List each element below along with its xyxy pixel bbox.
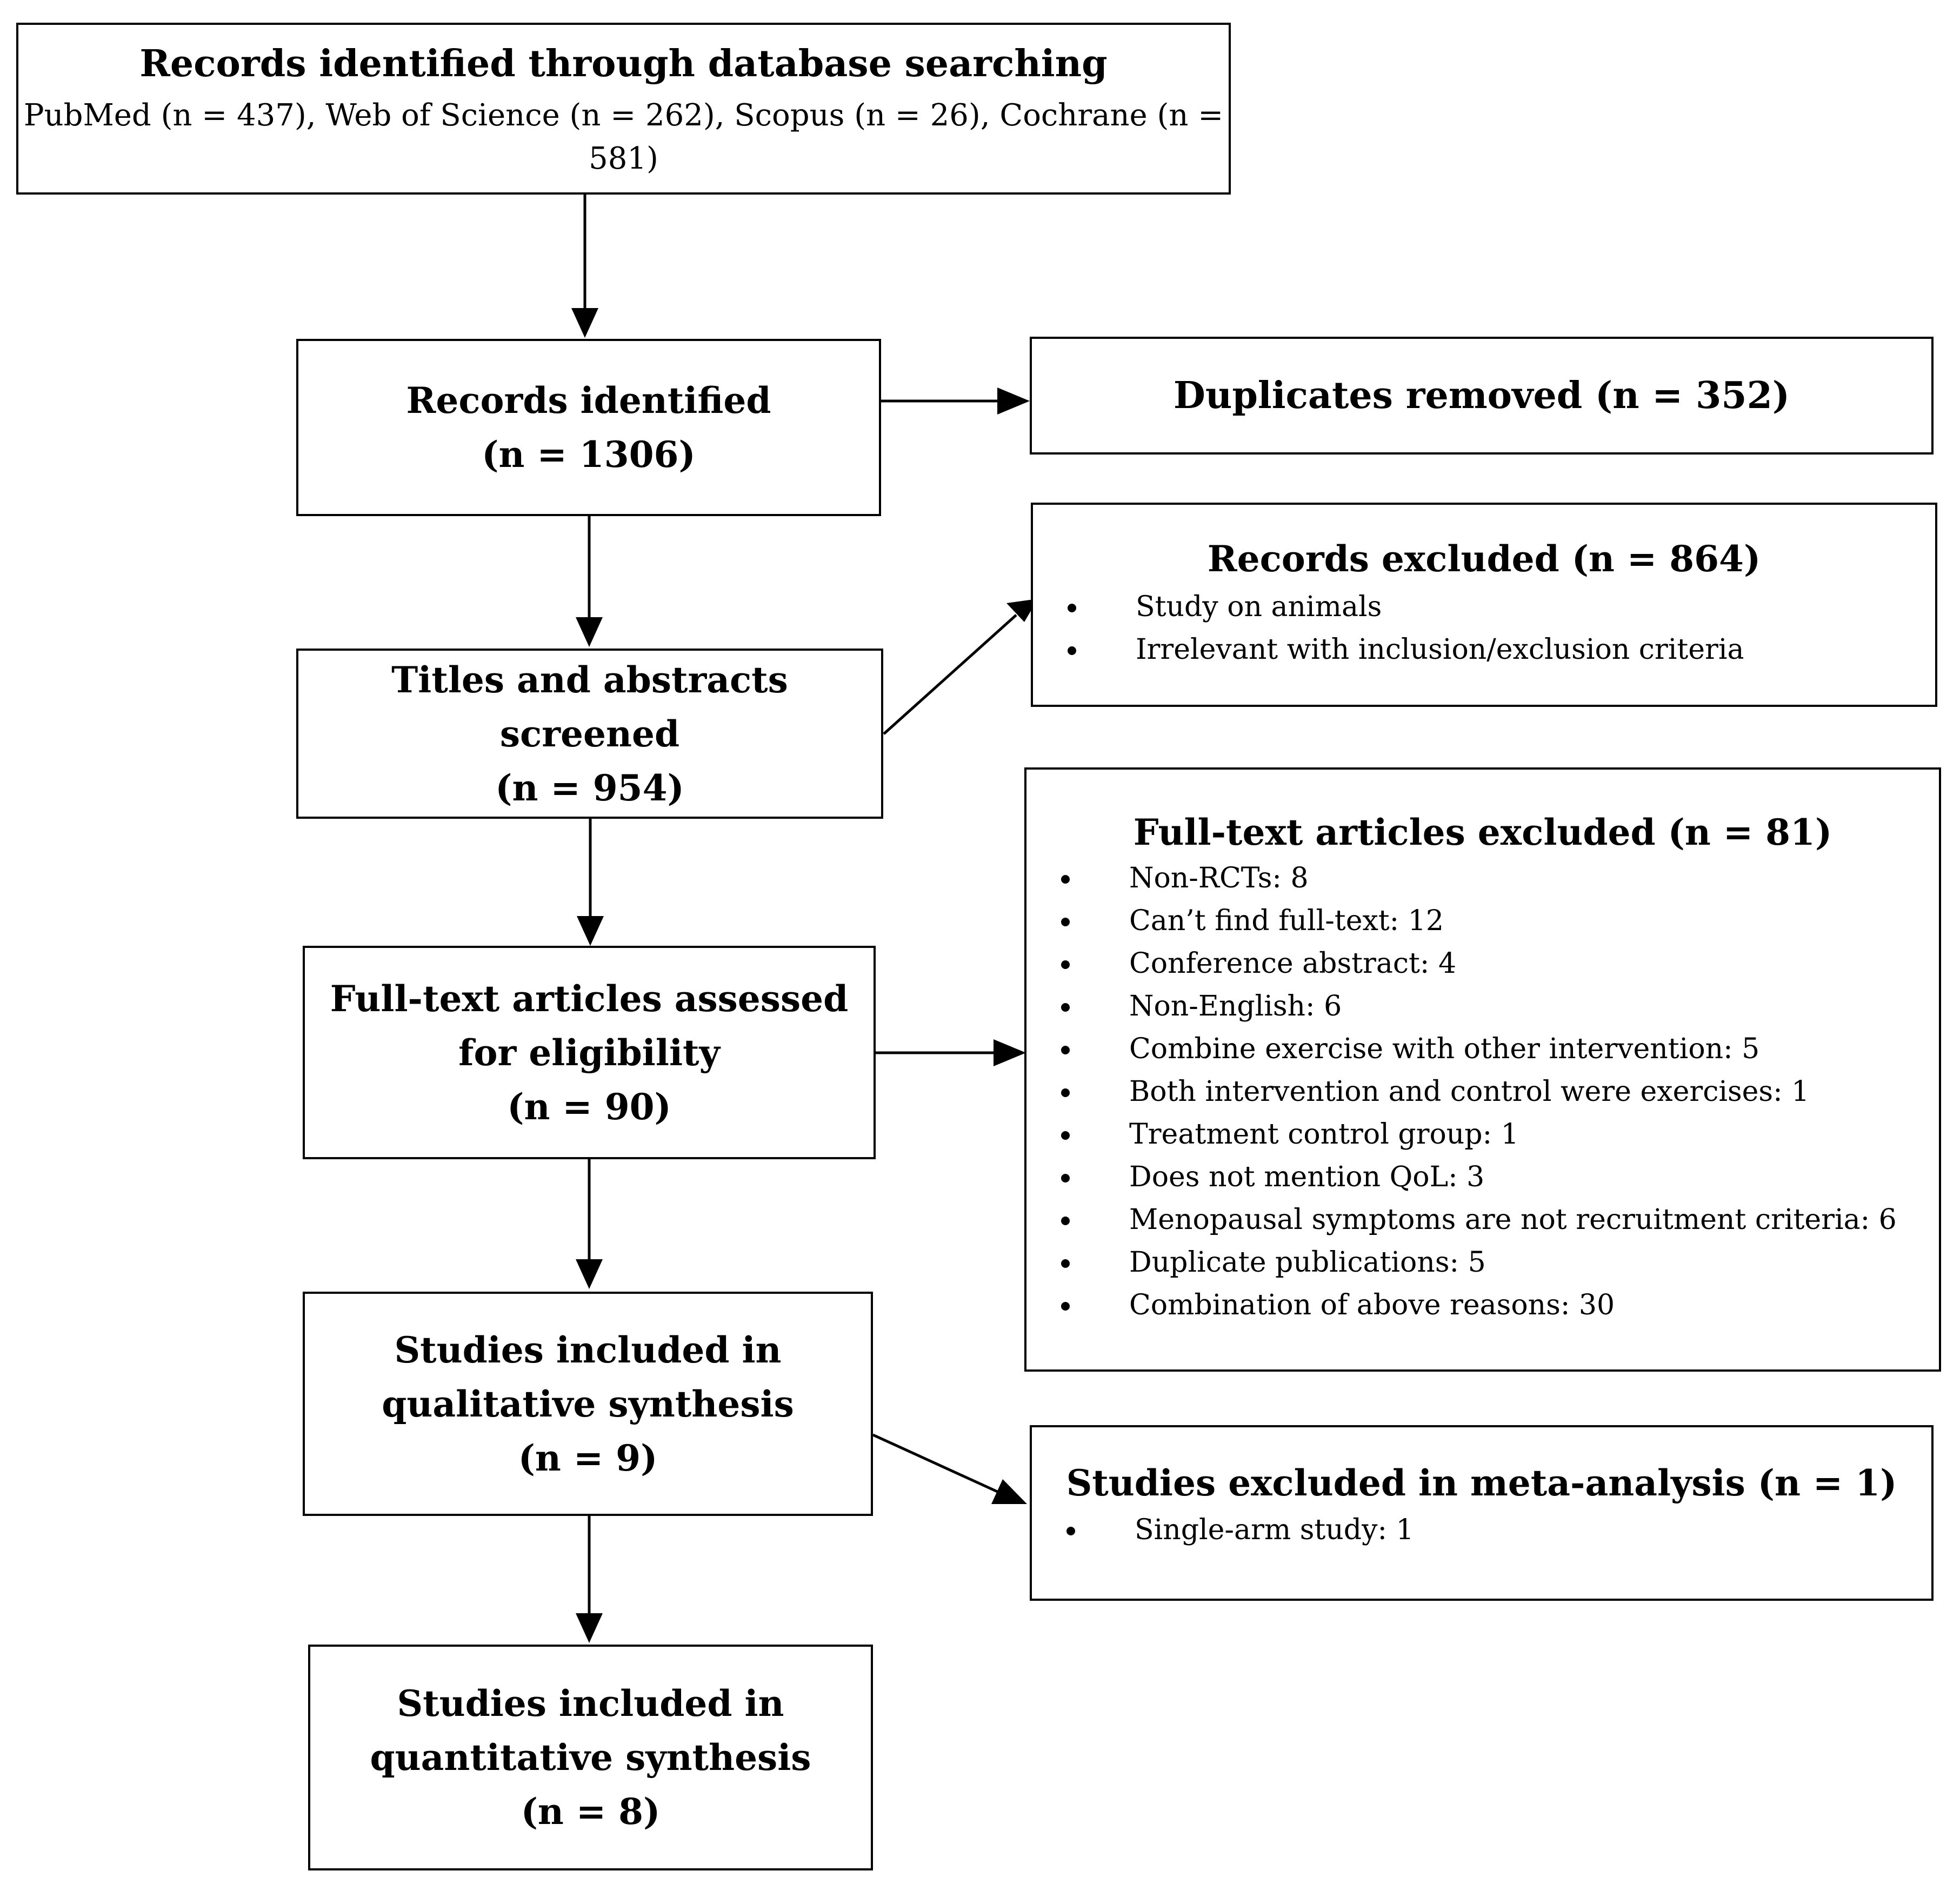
arrow-records-to-screened-head xyxy=(576,617,603,647)
fulltext-assessed-box: Full-text articles assessed for eligibil… xyxy=(303,946,876,1159)
database-sources: PubMed (n = 437), Web of Science (n = 26… xyxy=(23,98,1224,176)
fulltext-excluded-box: Full-text articles excluded (n = 81) Non… xyxy=(1024,767,1941,1372)
meta-excluded-reasons: Single-arm study: 1 xyxy=(1032,1509,1931,1552)
quantitative-line1: Studies included in xyxy=(397,1682,784,1725)
screened-title: Titles and abstracts screened xyxy=(391,658,788,755)
records-identified-box: Records identified (n = 1306) xyxy=(296,339,881,516)
list-item: Single-arm study: 1 xyxy=(1032,1509,1931,1552)
arrow-fulltext-to-excluded-head xyxy=(994,1039,1026,1066)
list-item: Treatment control group: 1 xyxy=(1026,1113,1939,1156)
records-excluded-reasons: Study on animals Irrelevant with inclusi… xyxy=(1033,586,1935,671)
records-identified-count: (n = 1306) xyxy=(482,433,696,476)
list-item: Combination of above reasons: 30 xyxy=(1026,1284,1939,1327)
quantitative-line2: quantitative synthesis xyxy=(370,1736,811,1779)
list-item: Menopausal symptoms are not recruitment … xyxy=(1026,1199,1939,1241)
arrow-database-to-records-head xyxy=(571,308,598,338)
duplicates-removed-title: Duplicates removed (n = 352) xyxy=(1173,374,1790,417)
arrow-screened-to-fulltext-head xyxy=(577,916,604,946)
quantitative-synthesis-box: Studies included in quantitative synthes… xyxy=(308,1645,873,1870)
database-search-box: Records identified through database sear… xyxy=(16,23,1231,195)
list-item: Non-English: 6 xyxy=(1026,985,1939,1028)
screened-count: (n = 954) xyxy=(495,766,684,809)
fulltext-assessed-line2: for eligibility xyxy=(458,1031,720,1074)
qualitative-line2: qualitative synthesis xyxy=(382,1382,794,1425)
list-item: Does not mention QoL: 3 xyxy=(1026,1156,1939,1199)
fulltext-excluded-reasons: Non-RCTs: 8 Can’t find full-text: 12 Con… xyxy=(1026,857,1939,1327)
arrow-qualitative-to-meta-excluded-head xyxy=(991,1479,1027,1504)
arrow-screened-to-excluded xyxy=(883,614,1017,735)
duplicates-removed-box: Duplicates removed (n = 352) xyxy=(1030,337,1934,455)
records-excluded-box: Records excluded (n = 864) Study on anim… xyxy=(1031,503,1937,707)
list-item: Both intervention and control were exerc… xyxy=(1026,1071,1939,1113)
arrow-qualitative-to-quantitative-head xyxy=(576,1613,603,1643)
qualitative-synthesis-box: Studies included in qualitative synthesi… xyxy=(303,1292,873,1516)
list-item: Study on animals xyxy=(1033,586,1935,629)
qualitative-line1: Studies included in xyxy=(394,1328,782,1371)
database-search-title: Records identified through database sear… xyxy=(139,42,1108,85)
qualitative-count: (n = 9) xyxy=(518,1436,658,1479)
arrow-qualitative-to-meta-excluded xyxy=(872,1433,998,1493)
list-item: Can’t find full-text: 12 xyxy=(1026,900,1939,943)
meta-excluded-title: Studies excluded in meta-analysis (n = 1… xyxy=(1066,1462,1897,1504)
arrow-records-to-duplicates-head xyxy=(997,387,1030,415)
arrow-fulltext-to-qualitative-head xyxy=(576,1259,603,1289)
records-excluded-title: Records excluded (n = 864) xyxy=(1207,538,1761,580)
screened-box: Titles and abstracts screened (n = 954) xyxy=(296,649,883,819)
list-item: Combine exercise with other intervention… xyxy=(1026,1028,1939,1071)
arrow-screened-to-excluded-head xyxy=(1006,599,1038,622)
list-item: Irrelevant with inclusion/exclusion crit… xyxy=(1033,629,1935,671)
fulltext-excluded-title: Full-text articles excluded (n = 81) xyxy=(1133,811,1832,853)
list-item: Conference abstract: 4 xyxy=(1026,943,1939,985)
fulltext-assessed-count: (n = 90) xyxy=(507,1085,671,1128)
records-identified-title: Records identified xyxy=(406,379,771,422)
quantitative-count: (n = 8) xyxy=(521,1790,661,1833)
meta-excluded-box: Studies excluded in meta-analysis (n = 1… xyxy=(1030,1425,1934,1601)
fulltext-assessed-line1: Full-text articles assessed xyxy=(330,977,849,1020)
list-item: Duplicate publications: 5 xyxy=(1026,1241,1939,1284)
list-item: Non-RCTs: 8 xyxy=(1026,857,1939,900)
